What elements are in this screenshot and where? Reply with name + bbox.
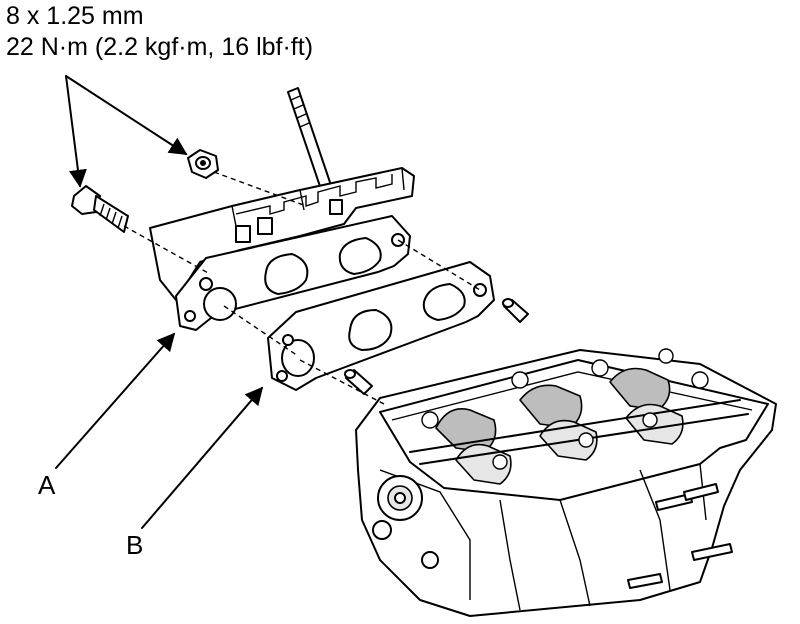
dowel-pin-lower [344, 369, 373, 395]
leader-nut [65, 75, 188, 155]
torque-spec-label: 22 N·m (2.2 kgf·m, 16 lbf·ft) [6, 33, 314, 61]
dowel-pin-upper [502, 298, 529, 323]
intake-manifold [149, 167, 415, 301]
cylinder-head [355, 348, 777, 617]
gasket-b [267, 261, 495, 391]
manifold-flange-a [175, 215, 411, 331]
leader-b [141, 386, 264, 529]
callout-a-label: A [38, 470, 56, 500]
flange-nut [187, 149, 219, 179]
callout-b-label: B [126, 530, 144, 560]
thread-size-label: 8 x 1.25 mm [6, 2, 144, 30]
alignment-lines [123, 171, 481, 405]
flange-bolt [71, 185, 129, 233]
leader-bolt [65, 75, 87, 188]
leader-a [55, 332, 176, 469]
